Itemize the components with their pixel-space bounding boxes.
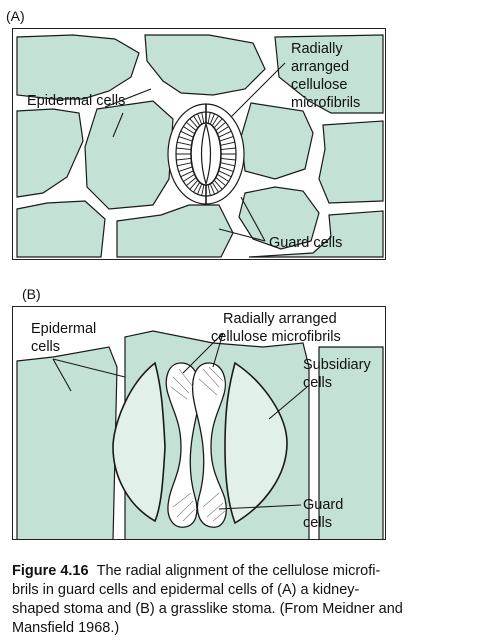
label-epidermal-b-2: cells <box>31 339 61 355</box>
label-guard-b-2: cells <box>303 515 333 531</box>
leader-guard-1 <box>240 196 266 242</box>
leader-epidermal-1 <box>104 88 152 108</box>
epidermal-cell <box>274 34 384 114</box>
grasslike-stoma-illustration <box>16 330 384 539</box>
leader-microfibrils-b-2 <box>212 332 224 368</box>
epidermal-cell <box>318 346 384 539</box>
caption-line-1: The radial alignment of the cellulose mi… <box>96 563 381 579</box>
epidermal-cell <box>248 210 384 258</box>
leader-epidermal-b-1 <box>52 358 72 392</box>
epidermal-cell <box>16 346 118 539</box>
epidermal-cell <box>16 200 106 258</box>
subsidiary-cell-left <box>112 361 166 523</box>
label-microfibrils-b-1: Radially arranged <box>223 311 337 327</box>
leader-epidermal-2 <box>112 112 124 138</box>
leader-microfibrils-b-1 <box>182 332 224 374</box>
panel-b-label: (B) <box>22 286 41 302</box>
caption-line-3: shaped stoma and (B) a grasslike stoma. … <box>12 601 403 617</box>
label-microfibrils-a-2: arranged <box>291 59 350 75</box>
figure-caption: Figure 4.16 The radial alignment of the … <box>12 562 488 638</box>
label-epidermal-b-1: Epidermal <box>31 321 97 337</box>
guard-cell-pair <box>167 103 245 205</box>
leader-epidermal-b-2 <box>52 358 126 378</box>
panel-b-diagram: Epidermal cells Radially arranged cellul… <box>12 306 386 540</box>
epidermal-cell <box>240 102 314 180</box>
caption-line-2: brils in guard cells and epidermal cells… <box>12 582 360 598</box>
leader-guard-b <box>218 504 302 510</box>
label-guard-cells-a: Guard cells <box>269 235 343 251</box>
label-guard-b-1: Guard <box>303 497 344 513</box>
leader-microfibrils <box>230 62 286 118</box>
epidermal-cell <box>318 120 384 204</box>
caption-line-4: Mansfield 1968.) <box>12 620 120 636</box>
kidney-stoma-illustration <box>16 34 384 258</box>
label-microfibrils-a-1: Radially <box>291 41 343 57</box>
microfibril-lines <box>170 366 226 522</box>
epidermal-cell <box>116 204 234 258</box>
figure-number: Figure 4.16 <box>12 563 89 579</box>
guard-cell-right <box>191 362 227 528</box>
panel-a-label: (A) <box>6 8 25 24</box>
label-subsidiary-2: cells <box>303 375 333 391</box>
leader-guard-2 <box>218 228 266 242</box>
epidermal-cell <box>16 108 84 198</box>
label-microfibrils-b-2: cellulose microfibrils <box>211 329 341 345</box>
label-subsidiary-1: Subsidiary <box>303 357 371 373</box>
panel-a-diagram: Epidermal cells Radially arranged cellul… <box>12 28 386 260</box>
epidermal-cell <box>238 186 320 250</box>
epidermal-cell <box>144 34 266 96</box>
leader-subsidiary <box>268 386 308 420</box>
label-epidermal-cells-a: Epidermal cells <box>27 93 126 109</box>
subsidiary-cell-right <box>224 361 288 525</box>
label-microfibrils-a-4: microfibrils <box>291 95 361 111</box>
epidermal-cell <box>16 34 140 100</box>
epidermal-cell <box>84 100 174 210</box>
label-microfibrils-a-3: cellulose <box>291 77 348 93</box>
